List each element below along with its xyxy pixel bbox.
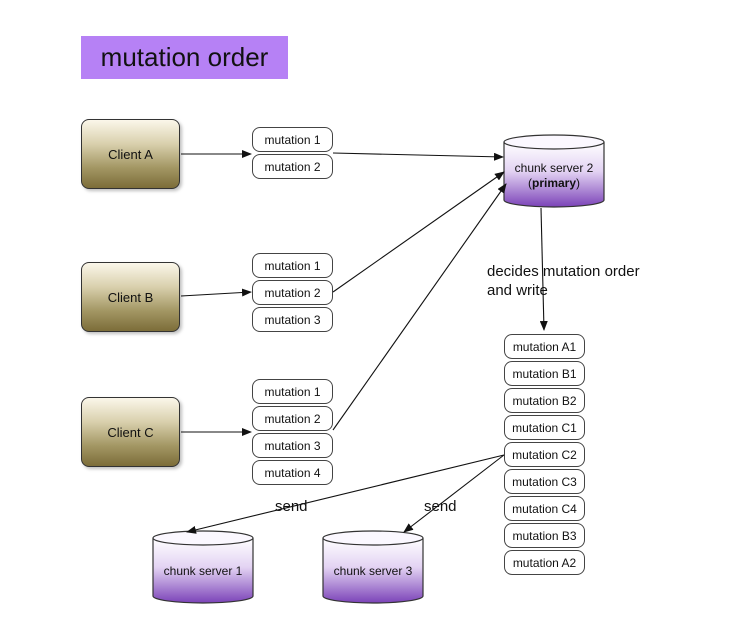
client-c-mutation-1: mutation 1: [252, 379, 333, 404]
client-b-mutation-1: mutation 1: [252, 253, 333, 278]
decision-label-line-2: and write: [487, 282, 548, 299]
primary-label-line2: (primary): [528, 176, 580, 190]
ordered-mutation-c1: mutation C1: [504, 415, 585, 440]
decision-label-line-1: decides mutation order: [487, 263, 640, 280]
client-b-mutation-3: mutation 3: [252, 307, 333, 332]
arrow-send-to-chunk-server-3: [403, 454, 505, 533]
chunk-server-3: chunk server 3: [322, 530, 424, 604]
arrow-client-a-to-primary: [332, 152, 504, 161]
ordered-mutation-c4: mutation C4: [504, 496, 585, 521]
client-c-mutation-2: mutation 2: [252, 406, 333, 431]
primary-label-line1: chunk server 2: [515, 161, 594, 175]
client-c-mutation-4: mutation 4: [252, 460, 333, 485]
ordered-mutation-c3: mutation C3: [504, 469, 585, 494]
client-c-box: Client C: [81, 397, 180, 467]
ordered-mutation-c2: mutation C2: [504, 442, 585, 467]
chunk-server-2-primary: chunk server 2 (primary): [503, 134, 605, 208]
client-b-mutation-2: mutation 2: [252, 280, 333, 305]
client-a-mutation-2: mutation 2: [252, 154, 333, 179]
client-a-mutation-1: mutation 1: [252, 127, 333, 152]
client-b-box: Client B: [81, 262, 180, 332]
client-a-box: Client A: [81, 119, 180, 189]
ordered-mutation-b2: mutation B2: [504, 388, 585, 413]
send-label-1: send: [275, 498, 308, 515]
ordered-mutation-b1: mutation B1: [504, 361, 585, 386]
arrow-client-b-to-mutations: [180, 288, 252, 297]
page-title: mutation order: [81, 36, 288, 79]
arrow-client-c-to-primary: [332, 183, 507, 431]
ordered-mutation-a1: mutation A1: [504, 334, 585, 359]
ordered-mutation-a2: mutation A2: [504, 550, 585, 575]
arrow-send-to-chunk-server-1: [186, 454, 505, 534]
arrow-primary-to-order: [539, 207, 548, 331]
chunk-server-3-label: chunk server 3: [334, 564, 413, 578]
chunk-server-1-label: chunk server 1: [164, 564, 243, 578]
chunk-server-1: chunk server 1: [152, 530, 254, 604]
send-label-2: send: [424, 498, 457, 515]
client-c-mutation-3: mutation 3: [252, 433, 333, 458]
ordered-mutation-b3: mutation B3: [504, 523, 585, 548]
arrow-client-b-to-primary: [332, 171, 505, 293]
